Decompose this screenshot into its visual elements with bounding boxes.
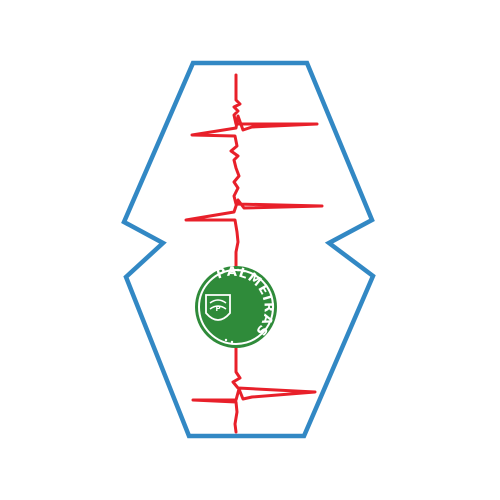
badge-white-ring xyxy=(198,269,274,345)
heartbeat-pulse-line xyxy=(184,73,324,270)
badge-inner-disc xyxy=(202,273,270,341)
hexagon-frame xyxy=(121,60,376,439)
svg-text:P: P xyxy=(215,305,220,313)
palmeiras-badge: P PALMEIRAS xyxy=(195,265,277,348)
crest-shield-icon: P xyxy=(205,294,231,321)
heartbeat-pulse-line-lower xyxy=(191,336,317,434)
badge-stars xyxy=(224,268,246,344)
